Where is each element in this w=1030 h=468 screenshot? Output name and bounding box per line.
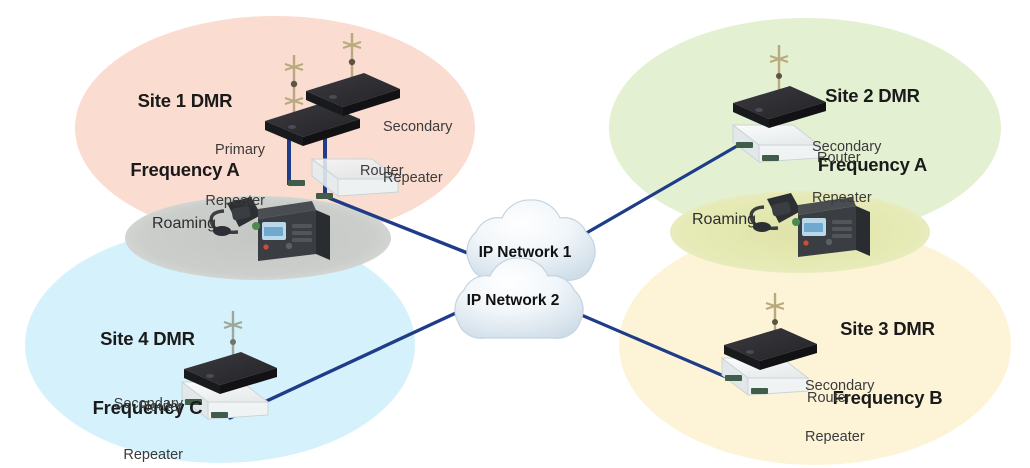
site-4-router-label: Router — [139, 399, 183, 415]
site-3-router[interactable] — [720, 356, 810, 397]
site-3-title-line1: Site 3 DMR — [840, 318, 935, 339]
zone-site-4 — [25, 227, 415, 463]
site-2-router-label: Router — [817, 150, 861, 166]
site-1-title-line2: Frequency A — [130, 159, 240, 180]
ip-network-2-label[interactable]: IP Network 2 — [466, 292, 560, 309]
link-site1-router-to-ip-network-1 — [327, 196, 472, 256]
site-2-secondary-repeater[interactable] — [733, 86, 826, 128]
site-3-secondary-repeater-label-line2: Repeater — [805, 429, 865, 445]
site-1-router-label: Router — [360, 163, 404, 179]
site-3-title-line2: Frequency B — [832, 387, 943, 408]
site-2-title-line2: Frequency A — [817, 154, 928, 175]
ip-network-1-label[interactable]: IP Network 1 — [478, 244, 572, 261]
site-4-title: Site 4 DMR Frequency C — [50, 281, 245, 465]
roaming-right-mobile-radio — [749, 193, 870, 257]
site-4-secondary-repeater-label-line1: Secondary — [113, 396, 183, 412]
site-1-secondary-repeater-label-line1: Secondary — [383, 119, 453, 135]
site-2-router[interactable] — [731, 123, 821, 164]
roaming-left-label: Roaming — [152, 215, 217, 232]
site-2-title-line1: Site 2 DMR — [825, 85, 920, 106]
roaming-left-mobile-radio — [209, 197, 330, 261]
roaming-right-label: Roaming — [692, 211, 757, 228]
site-1-primary-repeater-label-line2: Repeater — [205, 193, 265, 209]
site-1-primary-repeater-label-line1: Primary — [215, 142, 265, 158]
link-site3-router-to-ip-network-2 — [570, 309, 728, 379]
site-1-title: Site 1 DMR Frequency A — [90, 43, 280, 227]
site-3-title: Site 3 DMR Frequency B — [790, 271, 985, 455]
ip-network-2-cloud[interactable] — [454, 257, 584, 339]
site-2-secondary-repeater-label: Secondary Repeater — [812, 105, 922, 241]
site-1-secondary-repeater[interactable] — [306, 73, 400, 116]
site-3-secondary-repeater[interactable] — [724, 328, 817, 370]
site-3-secondary-repeater-label-line1: Secondary — [805, 378, 875, 394]
site-1-title-line1: Site 1 DMR — [137, 90, 233, 111]
ip-network-1-cloud[interactable] — [466, 199, 596, 281]
site-3-router-label: Router — [807, 390, 851, 406]
site-4-secondary-repeater-label-line2: Repeater — [123, 447, 183, 463]
site-4-title-line2: Frequency C — [92, 397, 203, 418]
site-4-secondary-repeater-label: Secondary Repeater — [78, 362, 183, 468]
site-1-secondary-repeater-label: Secondary Repeater — [383, 85, 493, 221]
site-4-secondary-repeater[interactable] — [184, 352, 277, 394]
site-1-primary-repeater-label: Primary Repeater — [160, 108, 265, 244]
site-2-title: Site 2 DMR Frequency A — [775, 38, 970, 222]
site-3-secondary-repeater-label: Secondary Repeater — [805, 344, 915, 468]
link-site4-router-to-ip-network-2 — [228, 310, 460, 420]
zone-site-2 — [609, 18, 1001, 238]
site-1-secondary-repeater-label-line2: Repeater — [383, 170, 443, 186]
site-4-title-line1: Site 4 DMR — [100, 328, 195, 349]
site-2-secondary-repeater-label-line2: Repeater — [812, 190, 872, 206]
link-site2-router-to-ip-network-1 — [574, 144, 739, 241]
site-1-router[interactable] — [288, 157, 400, 199]
site-2-secondary-repeater-label-line1: Secondary — [812, 139, 882, 155]
